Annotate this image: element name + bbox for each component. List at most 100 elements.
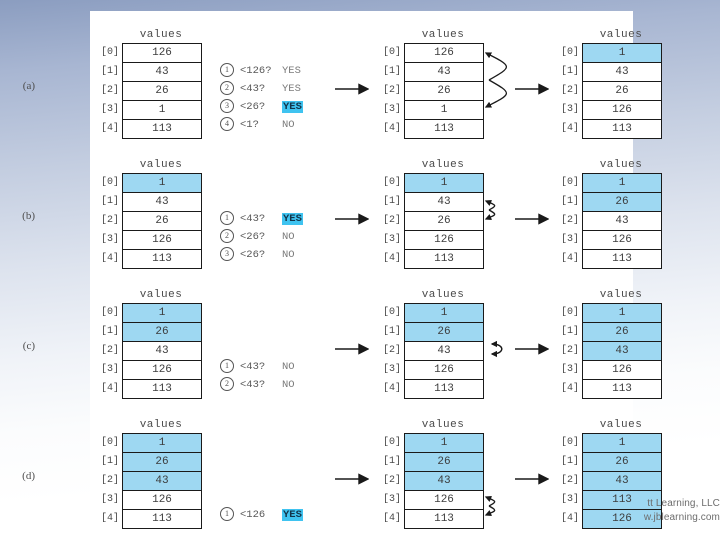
array-title: values xyxy=(599,289,643,301)
array-cell: [1]26 xyxy=(101,323,201,342)
array-cell-value: 126 xyxy=(612,104,632,116)
array-index-label: [3] xyxy=(382,104,401,115)
array-cell-value: 126 xyxy=(434,47,454,59)
array-cells: [0]126[1]43[2]26[3]1[4]113 xyxy=(383,43,484,139)
comparison-step-number: 1 xyxy=(220,63,234,78)
array-index-label: [3] xyxy=(382,364,401,375)
array-cell: [0]1 xyxy=(383,174,483,193)
array-index-label: [0] xyxy=(382,307,401,318)
array-cell-value: 43 xyxy=(615,66,629,78)
step-arrow-icon xyxy=(335,343,369,355)
array-cell: [2]43 xyxy=(561,472,661,491)
array-cell: [1]26 xyxy=(383,453,483,472)
step-arrow-icon xyxy=(335,83,369,95)
array-cell: [1]26 xyxy=(561,193,661,212)
array-cell-value: 113 xyxy=(152,513,172,525)
array-index-label: [1] xyxy=(560,326,579,337)
array-cell-value: 43 xyxy=(437,475,451,487)
array-cell-value: 26 xyxy=(615,85,629,97)
comparison-step-number: 2 xyxy=(220,377,234,392)
array-cell: [0]1 xyxy=(101,434,201,453)
array-index-label: [1] xyxy=(382,326,401,337)
array-cell-value: 113 xyxy=(612,253,632,265)
array-index-label: [3] xyxy=(560,234,579,245)
stage-label: (a) xyxy=(22,80,35,92)
array-index-label: [0] xyxy=(382,47,401,58)
array-index-label: [4] xyxy=(560,513,579,524)
array-cell: [0]1 xyxy=(561,304,661,323)
array-cell-value: 26 xyxy=(155,215,169,227)
comparison-item: 1<126?YES xyxy=(220,62,303,80)
array-index-label: [0] xyxy=(560,437,579,448)
array-cell: [3]126 xyxy=(101,491,201,510)
comparison-item: 4<1?NO xyxy=(220,116,303,134)
array-title: values xyxy=(139,289,183,301)
array-index-label: [2] xyxy=(560,85,579,96)
array-middle: values[0]1[1]26[2]43[3]126[4]113 xyxy=(382,419,484,529)
array-cell-value: 1 xyxy=(440,177,448,189)
array-cell-value: 43 xyxy=(615,345,629,357)
array-index-label: [4] xyxy=(382,123,401,134)
array-index-label: [2] xyxy=(560,475,579,486)
array-cell-value: 126 xyxy=(152,47,172,59)
array-index-label: [0] xyxy=(100,307,119,318)
array-cell: [0]1 xyxy=(561,434,661,453)
array-cells: [0]1[1]26[2]43[3]126[4]113 xyxy=(561,173,662,269)
array-index-label: [0] xyxy=(100,47,119,58)
array-cell-value: 26 xyxy=(155,326,169,338)
array-cells: [0]1[1]26[2]43[3]126[4]113 xyxy=(383,433,484,529)
comparison-item: 3<26?YES xyxy=(220,98,303,116)
array-index-label: [0] xyxy=(560,47,579,58)
array-index-label: [1] xyxy=(560,456,579,467)
array-index-label: [2] xyxy=(100,215,119,226)
array-title: values xyxy=(139,29,183,41)
array-cell-value: 26 xyxy=(155,85,169,97)
array-title: values xyxy=(139,159,183,171)
comparison-step-number: 1 xyxy=(220,359,234,374)
array-index-label: [4] xyxy=(100,513,119,524)
array-index-label: [2] xyxy=(100,475,119,486)
array-cell: [4]113 xyxy=(101,120,201,138)
array-cells: [0]1[1]43[2]26[3]126[4]113 xyxy=(383,173,484,269)
comparison-answer: YES xyxy=(282,509,303,521)
array-cell-value: 43 xyxy=(437,66,451,78)
array-cell: [4]113 xyxy=(101,250,201,268)
array-cell-value: 1 xyxy=(618,47,626,59)
array-cell: [2]26 xyxy=(383,212,483,231)
array-cells: [0]1[1]43[2]26[3]126[4]113 xyxy=(101,173,202,269)
array-index-label: [4] xyxy=(100,123,119,134)
array-cell-value: 43 xyxy=(155,345,169,357)
array-cell: [4]113 xyxy=(101,380,201,398)
comparison-item: 2<26?NO xyxy=(220,228,303,246)
array-cell-value: 126 xyxy=(152,494,172,506)
array-cell-value: 43 xyxy=(437,196,451,208)
array-index-label: [0] xyxy=(100,437,119,448)
array-cell-value: 113 xyxy=(434,123,454,135)
array-cell-value: 126 xyxy=(612,234,632,246)
comparison-answer: YES xyxy=(282,83,301,95)
array-cell: [1]26 xyxy=(561,453,661,472)
array-index-label: [3] xyxy=(382,494,401,505)
array-cell-value: 126 xyxy=(152,234,172,246)
array-cells: [0]1[1]43[2]26[3]126[4]113 xyxy=(561,43,662,139)
array-cell-value: 43 xyxy=(615,215,629,227)
array-cell-value: 126 xyxy=(434,494,454,506)
comparison-question: <1? xyxy=(240,119,259,131)
array-index-label: [0] xyxy=(382,437,401,448)
stage-label: (b) xyxy=(22,210,35,222)
array-middle: values[0]1[1]43[2]26[3]126[4]113 xyxy=(382,159,484,269)
array-result: values[0]1[1]26[2]43[3]126[4]113 xyxy=(560,289,662,399)
array-index-label: [1] xyxy=(382,196,401,207)
array-index-label: [2] xyxy=(382,475,401,486)
array-cell: [2] 26 xyxy=(561,82,661,101)
array-cells: [0]1[1]26[2]43[3]126[4]113 xyxy=(383,303,484,399)
comparison-item: 1<43?NO xyxy=(220,358,295,376)
array-start: values[0]1[1]26[2]43[3]126[4]113 xyxy=(100,419,202,529)
array-index-label: [3] xyxy=(100,104,119,115)
array-cell: [2] 26 xyxy=(101,212,201,231)
